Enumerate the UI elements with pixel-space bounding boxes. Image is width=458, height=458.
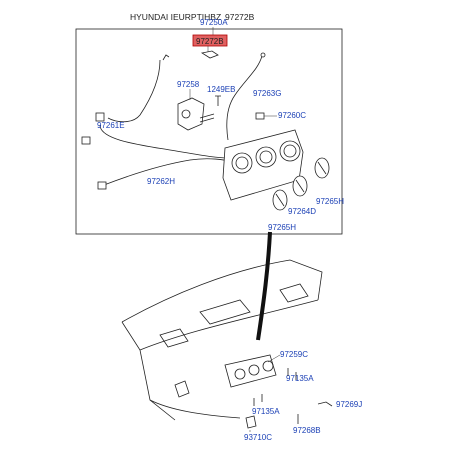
diagram-title-part: 97272B — [225, 12, 255, 22]
detail-frame — [75, 28, 343, 235]
callout-97272B[interactable]: 97272B — [196, 37, 224, 46]
callout-97265H-b[interactable]: 97265H — [268, 223, 296, 232]
screw — [215, 95, 221, 106]
cable-97261E — [107, 59, 161, 123]
callout-97268B[interactable]: 97268B — [293, 426, 321, 435]
vent — [199, 299, 251, 325]
callout-97135A-left[interactable]: 97135A — [252, 407, 280, 416]
knob-97265H-lower — [272, 189, 288, 211]
callout-97250A[interactable]: 97250A — [200, 18, 228, 27]
dial-housing — [255, 146, 277, 168]
dash-lower — [149, 399, 241, 419]
clip-97135A — [287, 368, 297, 380]
dash-mid — [139, 299, 319, 351]
cable-97262H — [103, 158, 237, 186]
assembly-pointer — [256, 231, 272, 341]
dial-ring — [259, 150, 273, 164]
diagram-title: HYUNDAI IEURPTIHBZ — [130, 12, 221, 22]
switch-93710C — [245, 415, 257, 429]
callout-97260C[interactable]: 97260C — [278, 111, 306, 120]
cable-end — [260, 52, 266, 58]
dial-housing — [231, 152, 253, 174]
cable — [99, 124, 231, 159]
callout-97264D[interactable]: 97264D — [288, 207, 316, 216]
connector — [81, 136, 91, 145]
cable-97263G — [226, 55, 263, 141]
callout-97259C[interactable]: 97259C — [280, 350, 308, 359]
callout-93710C[interactable]: 93710C — [244, 433, 272, 442]
callout-97135A-right[interactable]: 97135A — [286, 374, 314, 383]
dial-ring — [235, 156, 249, 170]
unit-dial — [248, 364, 260, 376]
knob-97264D — [292, 175, 308, 197]
clip-97269J — [317, 401, 333, 407]
connector-97260C — [255, 112, 265, 120]
side-vent — [174, 380, 190, 398]
callout-1249EB[interactable]: 1249EB — [207, 85, 235, 94]
clip-part — [200, 50, 219, 59]
vent-right — [279, 283, 309, 303]
callout-97269J[interactable]: 97269J — [336, 400, 362, 409]
clip-97135A-left — [253, 394, 263, 406]
callout-97262H[interactable]: 97262H — [147, 177, 175, 186]
dash-top — [121, 259, 323, 323]
connector — [95, 112, 105, 122]
callout-97261E[interactable]: 97261E — [97, 121, 125, 130]
unit-dial — [262, 360, 274, 372]
leader-line — [267, 354, 281, 363]
connector — [97, 181, 107, 190]
callout-97258[interactable]: 97258 — [177, 80, 200, 89]
dash-left — [121, 321, 176, 421]
cable-end — [162, 54, 170, 61]
unit-dial — [234, 368, 246, 380]
callout-97263G[interactable]: 97263G — [253, 89, 281, 98]
dial-ring — [283, 144, 297, 158]
motor-gear — [181, 109, 191, 119]
blend-motor — [177, 97, 205, 131]
knob-97265H-upper — [314, 157, 330, 179]
callout-97265H[interactable]: 97265H — [316, 197, 344, 206]
vent-left — [159, 328, 189, 348]
dial-housing — [279, 140, 301, 162]
callout-highlight-box — [192, 34, 228, 47]
shaft — [199, 113, 215, 123]
lower-control-unit — [224, 354, 277, 388]
